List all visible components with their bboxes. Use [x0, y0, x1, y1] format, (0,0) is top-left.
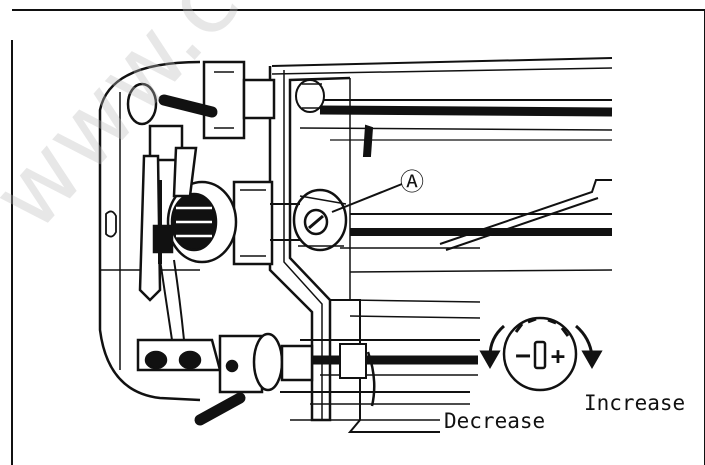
- callout-leader-line: [331, 183, 403, 213]
- hub-assembly: [166, 180, 300, 266]
- upper-collar: [295, 79, 374, 157]
- decrease-arrow-icon: [479, 324, 506, 370]
- adjustment-dial: − +: [502, 316, 578, 392]
- increase-arrow-icon: [575, 324, 603, 370]
- lower-collar: [339, 343, 376, 407]
- dial-center-slot: [533, 340, 547, 370]
- callout-a: Ⓐ: [331, 168, 424, 213]
- dial-minus-sign: −: [515, 341, 531, 371]
- bracket-plate: [268, 66, 440, 433]
- thread-tube: [159, 259, 185, 341]
- rod: [439, 179, 612, 251]
- figure-frame: [11, 9, 705, 465]
- callout-label: Ⓐ: [400, 168, 424, 196]
- upper-linkage: [126, 60, 276, 302]
- increase-label: Increase: [584, 391, 685, 415]
- watermark: www.car: [0, 0, 327, 251]
- dial-slots: [514, 317, 570, 337]
- dial-plus-sign: +: [551, 342, 565, 370]
- eccentric-screw: [292, 188, 348, 252]
- lower-linkage: [136, 332, 314, 426]
- decrease-label: Decrease: [444, 409, 545, 433]
